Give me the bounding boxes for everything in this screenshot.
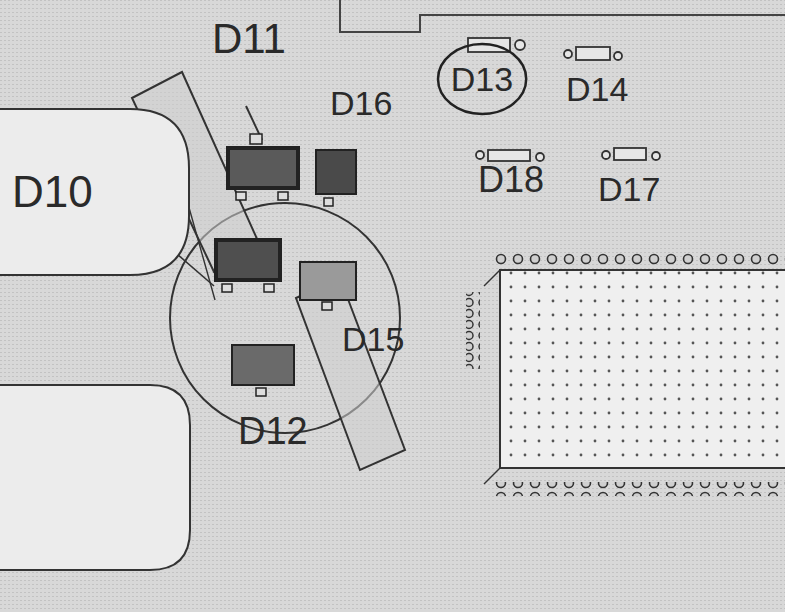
part-label: D13	[451, 62, 513, 96]
part-label: D10	[12, 170, 93, 214]
part-label: D17	[598, 172, 660, 206]
part-label: D14	[566, 72, 628, 106]
part-label: D11	[212, 18, 286, 60]
part-label: D16	[330, 86, 392, 120]
pad-outline: D10	[0, 108, 190, 276]
part-label: D12	[238, 412, 308, 450]
circled-label: D13	[436, 42, 528, 116]
part-label: D15	[342, 322, 404, 356]
part-label: D18	[478, 162, 544, 198]
